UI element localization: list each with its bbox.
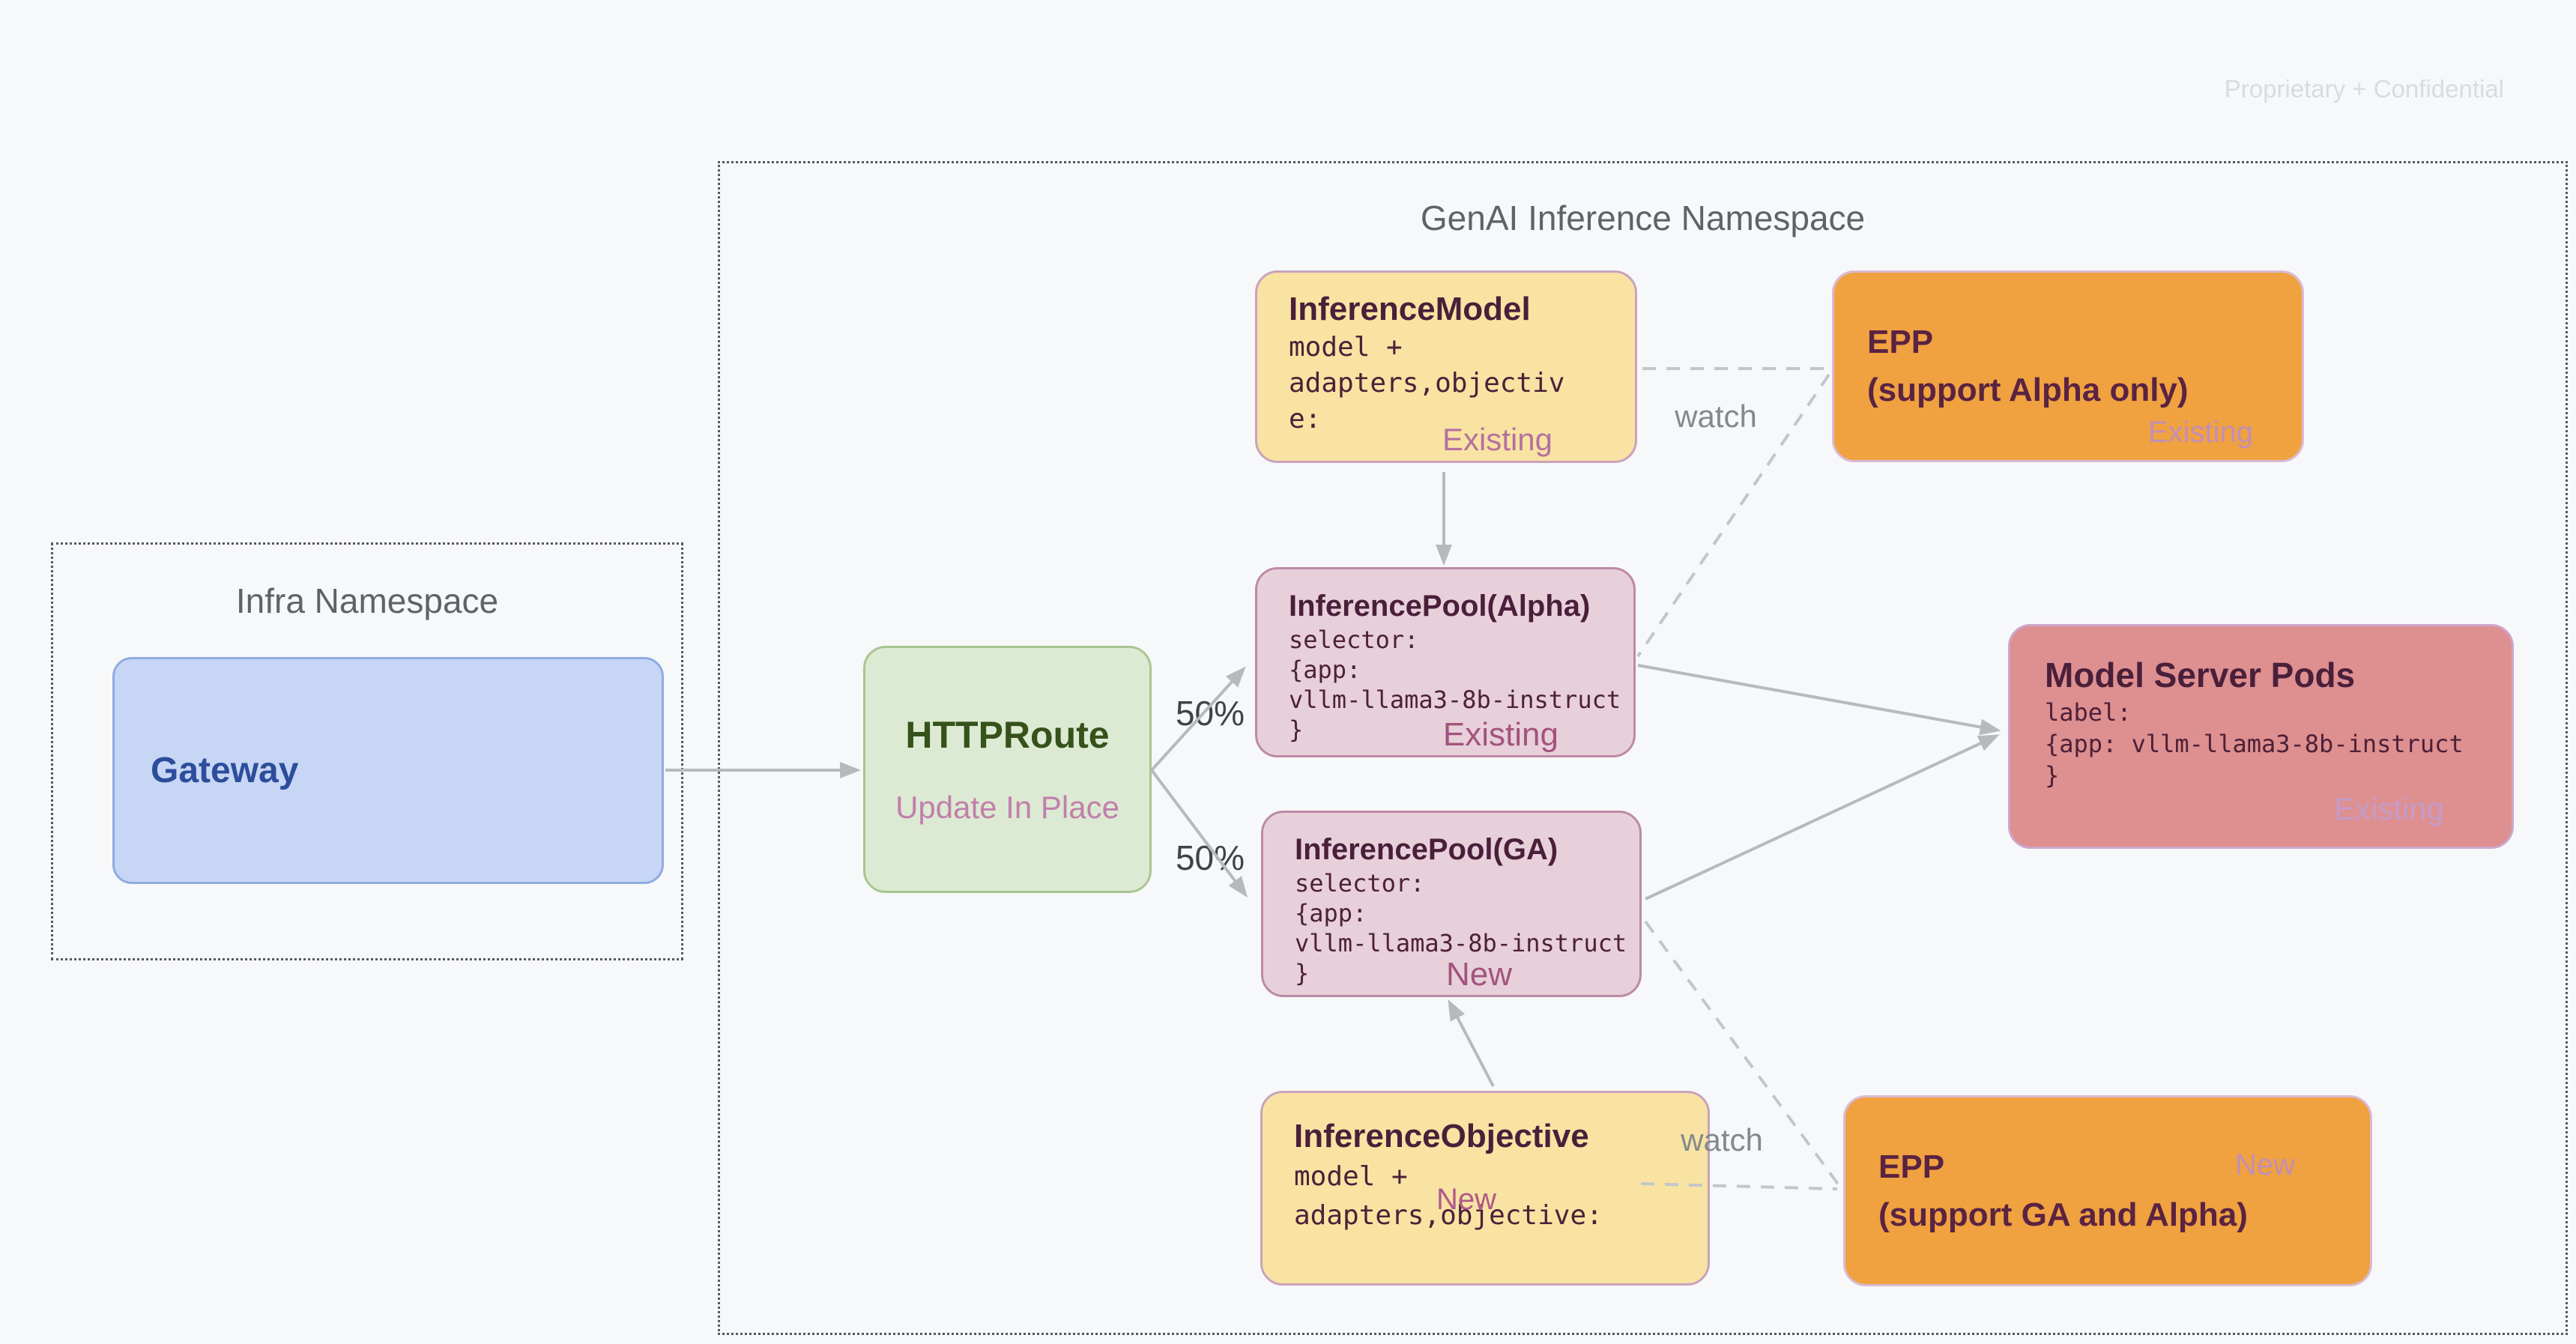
inference-pool-ga-node: InferencePool(GA) selector: {app: vllm-l… — [1261, 811, 1642, 997]
inference-pool-alpha-code: selector: {app: vllm-llama3-8b-instruct … — [1289, 625, 1633, 745]
epp-ga-subtitle: (support GA and Alpha) — [1878, 1196, 2248, 1233]
status-badge: New — [2234, 1148, 2295, 1181]
code-line: {app: — [1289, 656, 1361, 684]
httproute-title: HTTPRoute — [905, 714, 1110, 756]
status-badge: Existing — [2333, 791, 2444, 826]
code-line: e: — [1289, 404, 1322, 435]
infra-namespace-title: Infra Namespace — [235, 581, 499, 620]
inference-pool-alpha-node: InferencePool(Alpha) selector: {app: vll… — [1255, 567, 1636, 757]
code-line: selector: — [1295, 869, 1425, 897]
inference-objective-node: InferenceObjective model + adapters,obje… — [1260, 1091, 1710, 1286]
code-line: label: — [2045, 698, 2132, 727]
inference-objective-code: model + adapters,objective: — [1294, 1157, 1708, 1235]
watch-label-bottom: watch — [1681, 1122, 1763, 1157]
genai-namespace-title: GenAI Inference Namespace — [1420, 199, 1866, 237]
code-line: {app: — [1295, 899, 1367, 927]
code-line: model + — [1294, 1161, 1408, 1192]
inference-pool-ga-title: InferencePool(GA) — [1295, 833, 1558, 866]
code-line: } — [1295, 959, 1310, 987]
status-badge: Existing — [2147, 416, 2253, 449]
model-server-pods-title: Model Server Pods — [2045, 656, 2356, 694]
model-server-pods-code: label: {app: vllm-llama3-8b-instruct } — [2045, 697, 2512, 791]
inference-model-node: InferenceModel model + adapters,objectiv… — [1255, 270, 1637, 463]
inference-pool-alpha-title: InferencePool(Alpha) — [1289, 590, 1591, 623]
epp-alpha-title: EPP — [1867, 324, 1934, 360]
inference-model-title: InferenceModel — [1289, 291, 1531, 327]
confidentiality-watermark: Proprietary + Confidential — [2224, 75, 2504, 103]
status-badge: New — [1445, 956, 1512, 993]
code-line: adapters,objective: — [1294, 1200, 1603, 1231]
code-line: selector: — [1289, 626, 1419, 654]
httproute-subtitle: Update In Place — [895, 790, 1119, 825]
status-badge: Existing — [1442, 716, 1558, 753]
infra-namespace-box: Infra Namespace — [51, 542, 683, 960]
code-line: {app: vllm-llama3-8b-instruct — [2045, 730, 2464, 758]
code-line: } — [2045, 761, 2060, 790]
status-badge: New — [1436, 1183, 1497, 1216]
gateway-node: Gateway — [112, 657, 664, 884]
status-badge: Existing — [1442, 422, 1552, 457]
inference-model-code: model + adapters,objectiv e: — [1289, 330, 1635, 438]
epp-alpha-subtitle: (support Alpha only) — [1867, 372, 2189, 408]
code-line: vllm-llama3-8b-instruct — [1295, 929, 1627, 957]
inference-objective-title: InferenceObjective — [1294, 1118, 1589, 1154]
epp-ga-title: EPP — [1878, 1148, 1945, 1185]
traffic-split-label-bottom: 50% — [1175, 838, 1245, 877]
code-line: model + — [1289, 332, 1403, 363]
code-line: vllm-llama3-8b-instruct — [1289, 685, 1621, 714]
model-server-pods-node: Model Server Pods label: {app: vllm-llam… — [2008, 624, 2514, 849]
watch-label-top: watch — [1675, 399, 1757, 434]
traffic-split-label-top: 50% — [1175, 694, 1245, 733]
gateway-title: Gateway — [151, 751, 299, 790]
epp-alpha-node: EPP (support Alpha only) Existing — [1832, 270, 2304, 462]
genai-namespace-box: GenAI Inference Namespace — [718, 161, 2568, 1335]
code-line: } — [1289, 715, 1304, 744]
httproute-node: HTTPRoute Update In Place — [863, 646, 1152, 893]
inference-pool-ga-code: selector: {app: vllm-llama3-8b-instruct … — [1295, 868, 1639, 988]
code-line: adapters,objectiv — [1289, 368, 1565, 399]
epp-ga-node: EPP (support GA and Alpha) New — [1843, 1095, 2372, 1286]
